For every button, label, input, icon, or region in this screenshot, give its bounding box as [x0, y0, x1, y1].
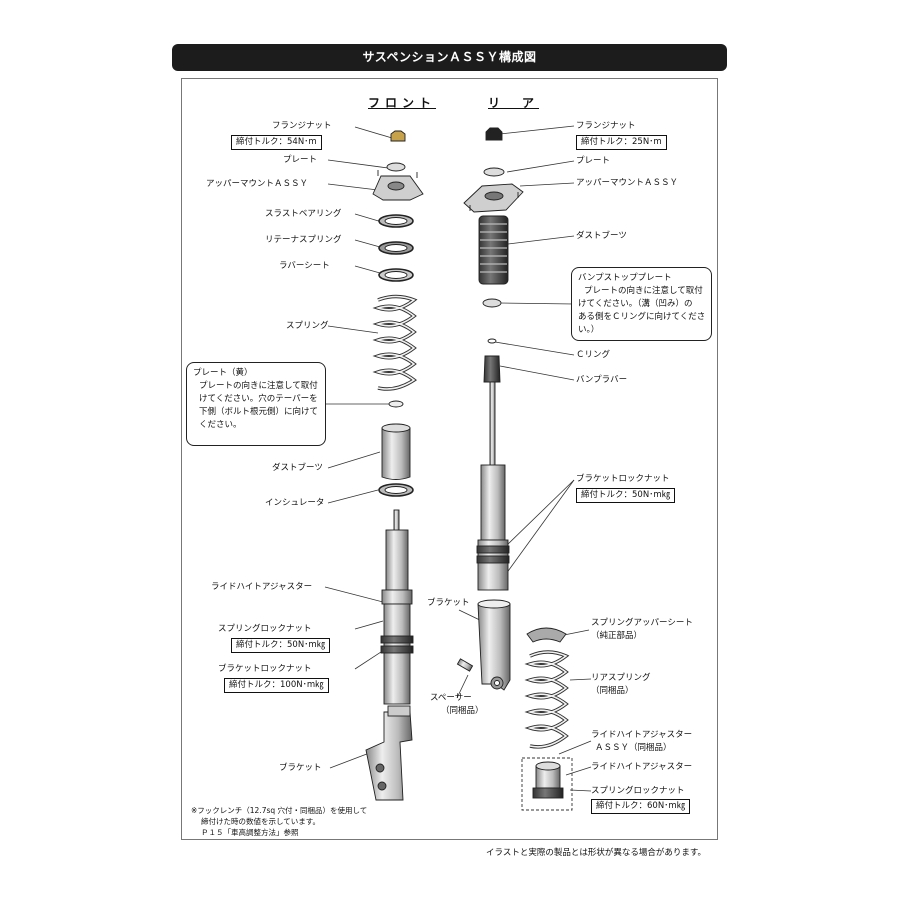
front-plate-note-title: プレート（黄）	[193, 368, 253, 378]
front-thrust-bearing-label: スラストベアリング	[265, 209, 342, 219]
rear-spring-upper-seat-label: スプリングアッパーシート	[591, 618, 693, 628]
front-dust-boot-label: ダストブーツ	[272, 463, 323, 473]
rear-spring-lock-nut-label: スプリングロックナット	[591, 786, 685, 796]
front-plate	[386, 162, 406, 172]
front-assembly	[365, 130, 424, 801]
rear-dust-boot	[478, 215, 509, 285]
front-bracket-lock-nut-label: ブラケットロックナット	[218, 664, 312, 674]
rear-bump-note-line: ある側をＣリングに向けてくださ	[578, 312, 706, 322]
rear-bump-stop-note: バンプストッププレート プレートの向きに注意して取付 けてください。（溝（凹み）…	[571, 267, 712, 341]
rear-assembly	[456, 127, 573, 811]
page-title: サスペンションＡＳＳＹ構成図	[362, 50, 537, 64]
rear-plate-label: プレート	[576, 156, 611, 166]
rear-heading: リ ア	[488, 96, 540, 110]
front-shock-body	[385, 529, 409, 591]
footnote-line: ※フックレンチ（12.7sq 穴付・同梱品）を使用して	[191, 806, 368, 815]
front-spring-lock-torque: 締付トルク：50N･m㎏	[231, 638, 331, 653]
front-bracket-label: ブラケット	[279, 763, 322, 773]
rear-bump-note-line: い。）	[578, 325, 600, 335]
front-spring-lock-nut	[380, 635, 414, 644]
rear-spacer	[456, 658, 474, 672]
rear-plate	[483, 167, 505, 177]
rear-bracket	[477, 600, 511, 691]
rear-flange-torque: 締付トルク：25N･m	[576, 135, 667, 150]
front-spring-lock-nut-label: スプリングロックナット	[218, 624, 312, 634]
rear-spring-label: リアスプリング	[591, 673, 651, 683]
front-upper-mount-label: アッパーマウントＡＳＳＹ	[206, 179, 309, 189]
rear-spring	[524, 650, 570, 749]
rear-bracket-label: ブラケット	[427, 598, 470, 608]
front-bracket-lock-nut	[380, 645, 414, 654]
diagram-frame	[181, 78, 718, 840]
rear-shock-body	[480, 464, 506, 541]
rear-spring-upper-seat	[526, 627, 567, 643]
front-ride-height-adjuster-label: ライドハイトアジャスター	[211, 582, 313, 592]
rear-adjuster-assy-label: ライドハイトアジャスター	[591, 730, 693, 740]
front-flange-torque: 締付トルク：54N･m	[231, 135, 322, 150]
front-piston-rod	[393, 509, 400, 533]
rear-bump-rubber	[483, 355, 501, 383]
rear-spring-lock-nut	[532, 787, 564, 799]
rear-dust-boot-label: ダストブーツ	[576, 231, 627, 241]
rear-spring-sub: （同梱品）	[591, 686, 634, 696]
title-bar: サスペンションＡＳＳＹ構成図	[172, 44, 727, 71]
rear-c-ring-label: Ｃリング	[576, 350, 611, 360]
rear-bracket-lock-torque: 締付トルク：50N･m㎏	[576, 488, 676, 503]
disclaimer: イラストと実際の製品とは形状が異なる場合があります。	[486, 848, 706, 858]
front-bracket-lock-torque: 締付トルク：100N･m㎏	[224, 678, 329, 693]
rear-piston-rod	[489, 381, 496, 468]
front-plate-note-line: 下側（ボルト根元側）に向けて	[199, 407, 319, 417]
rear-bump-note-title: バンプストッププレート	[578, 273, 672, 283]
rear-spacer-label: スペーサー	[430, 693, 472, 703]
rear-bracket-lock-nut-1	[476, 545, 510, 554]
front-ride-height-adjuster	[381, 589, 413, 605]
front-retainer-spring-label: リテーナスプリング	[265, 235, 342, 245]
front-flange-nut	[390, 130, 406, 142]
rear-spring-lock-torque: 締付トルク：60N･m㎏	[591, 799, 691, 814]
footnote-line: 締付けた時の数値を示しています。	[201, 817, 321, 826]
front-spring	[372, 294, 418, 391]
rear-bump-note-line: プレートの向きに注意して取付	[584, 286, 703, 296]
rear-bracket-lock-nut-2	[476, 555, 510, 564]
front-lower-body	[383, 603, 411, 705]
rear-adjuster-assy-box	[521, 757, 573, 811]
rear-bump-note-line: けてください。（溝（凹み）の	[578, 299, 693, 309]
front-plate-note-line: けてください。穴のテーパーを	[199, 394, 318, 404]
rear-bracket-lock-nut-label: ブラケットロックナット	[576, 474, 670, 484]
rear-bump-rubber-label: バンプラバー	[576, 375, 628, 385]
rear-spring-upper-seat-sub: （純正部品）	[591, 631, 643, 641]
front-rubber-seat-label: ラバーシート	[279, 261, 330, 271]
front-plate-note-line: ください。	[199, 420, 242, 430]
front-bracket	[365, 711, 413, 801]
rear-flange-nut	[485, 127, 503, 141]
rear-upper-mount-label: アッパーマウントＡＳＳＹ	[576, 178, 679, 188]
rear-spacer-sub: （同梱品）	[441, 706, 484, 716]
front-plate-note-line: プレートの向きに注意して取付	[199, 381, 318, 391]
rear-adjuster-assy-sub: ＡＳＳＹ（同梱品）	[595, 743, 672, 753]
front-insulator-label: インシュレータ	[265, 498, 325, 508]
front-heading: フロント	[368, 96, 437, 110]
front-flange-nut-label: フランジナット	[272, 121, 332, 131]
rear-c-ring	[487, 338, 497, 344]
rear-ride-height-adjuster-label: ライドハイトアジャスター	[591, 762, 693, 772]
rear-flange-nut-label: フランジナット	[576, 121, 636, 131]
front-plate-yellow	[388, 400, 404, 408]
leader-lines	[324, 125, 592, 792]
rear-bump-stop-plate	[482, 298, 502, 308]
front-spring-label: スプリング	[286, 321, 329, 331]
front-plate-note: プレート（黄） プレートの向きに注意して取付 けてください。穴のテーパーを 下側…	[186, 362, 326, 446]
footnote-line: Ｐ１５「車高調整方法」参照	[201, 828, 299, 837]
front-plate-label: プレート	[283, 155, 318, 165]
